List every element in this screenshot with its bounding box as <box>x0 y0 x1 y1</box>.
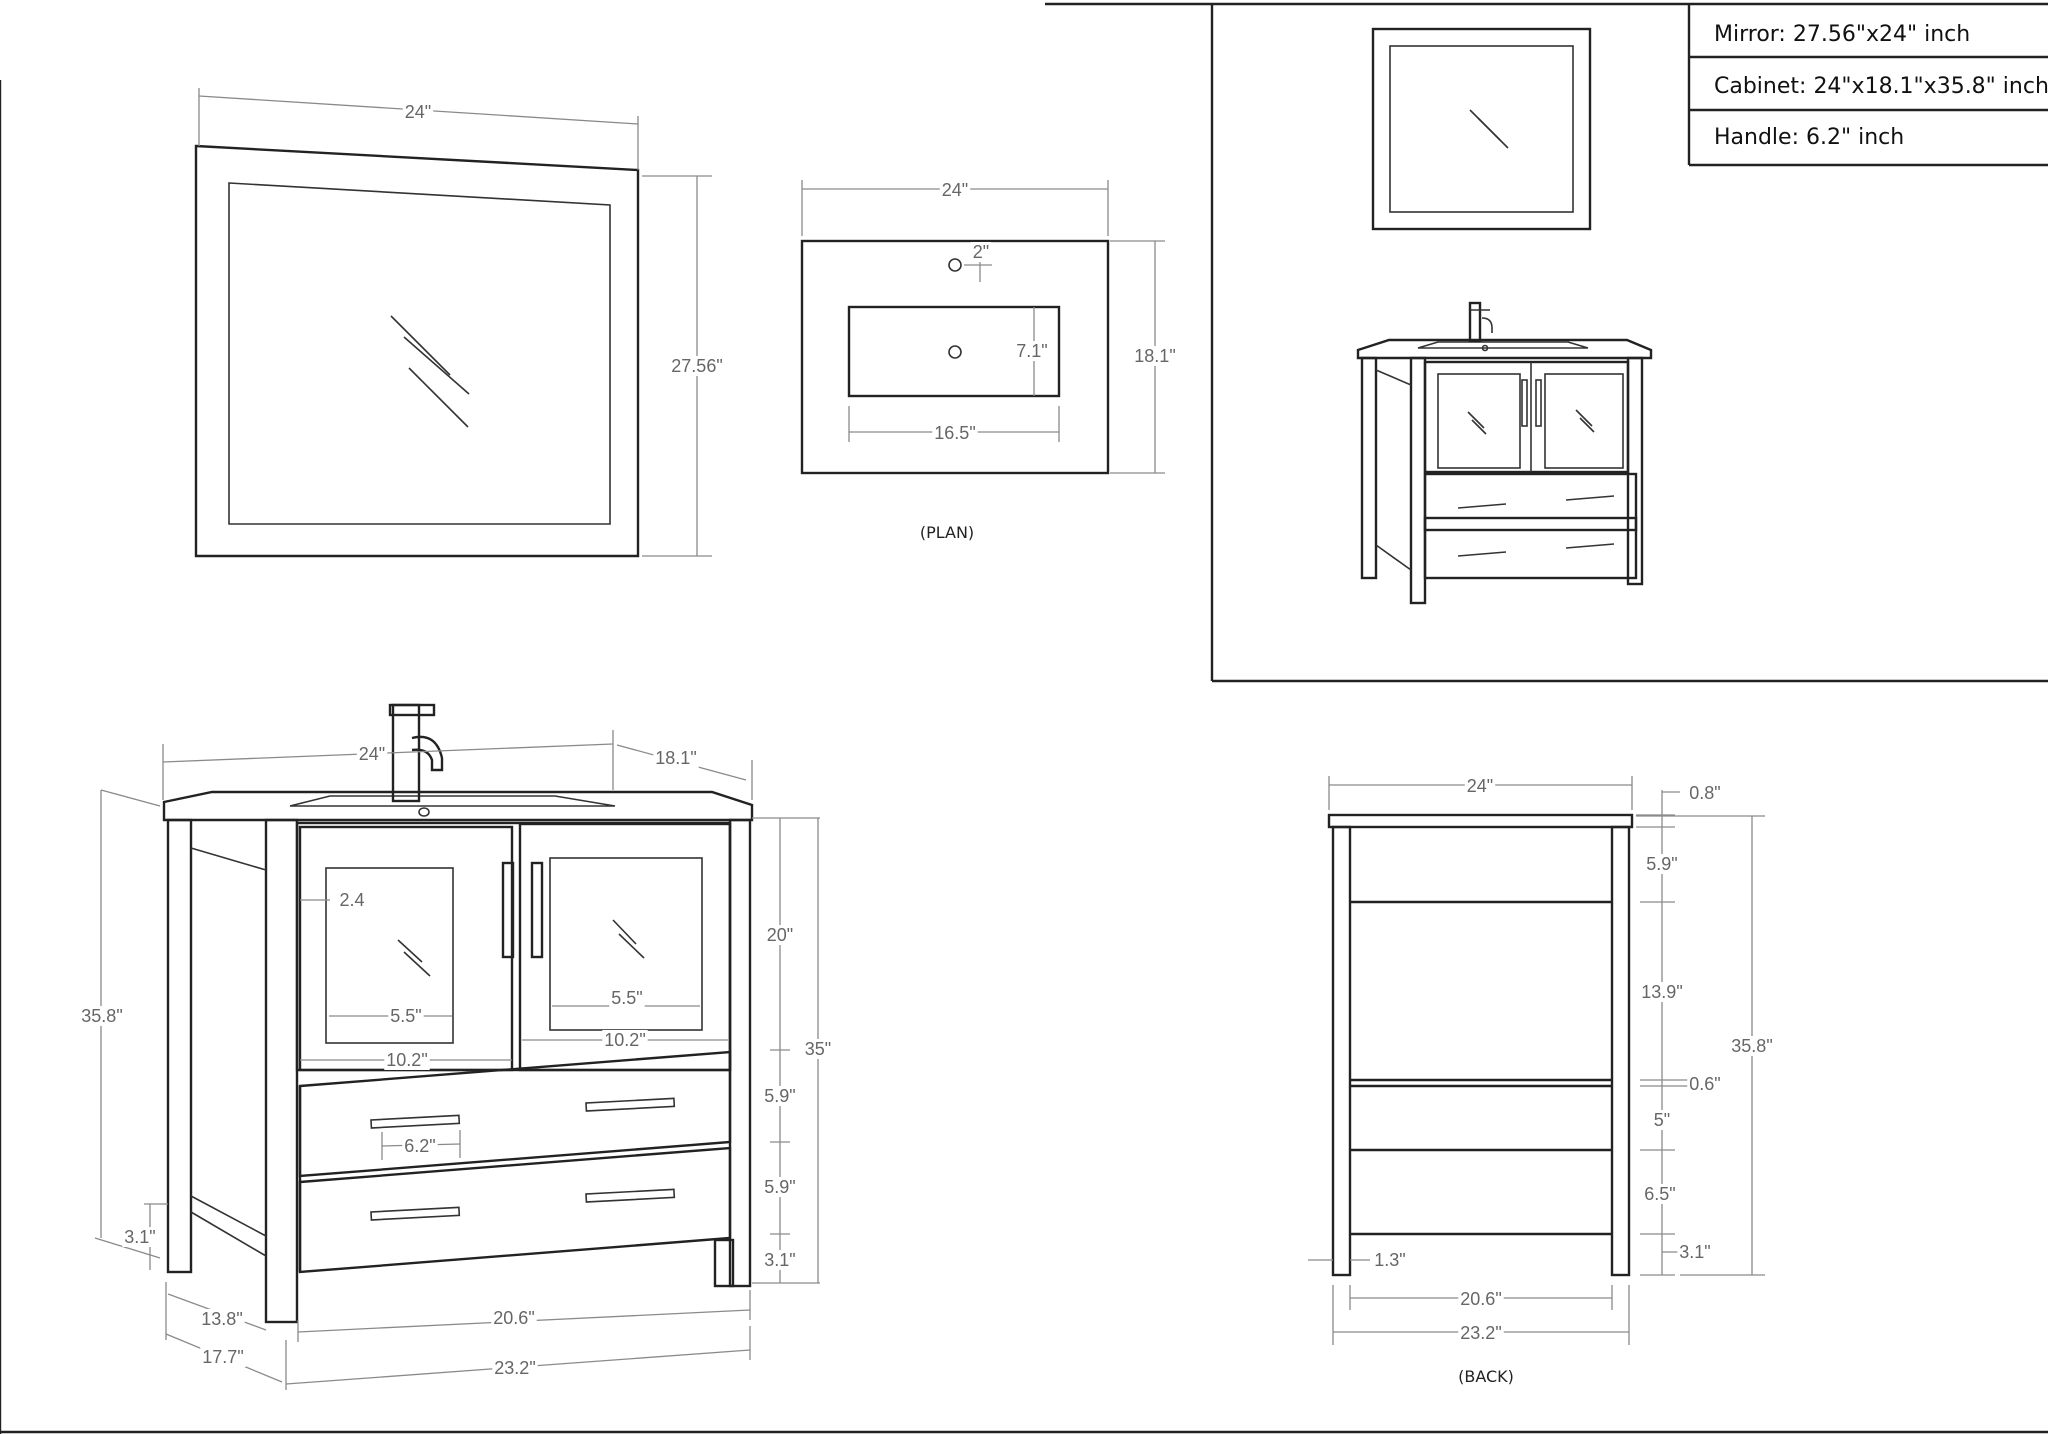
mirror-width-label: 24" <box>405 102 431 122</box>
label-backdrop <box>939 180 971 200</box>
mirror-height-label: 27.56" <box>671 356 722 376</box>
label-backdrop <box>491 1308 537 1328</box>
back-open-label: 13.9" <box>1641 982 1682 1002</box>
label-backdrop <box>199 1309 245 1329</box>
plan-caption: (PLAN) <box>920 523 974 542</box>
label-backdrop <box>602 1030 648 1050</box>
front-upper-label: 20" <box>767 925 793 945</box>
back-inner-width-label: 20.6" <box>1460 1289 1501 1309</box>
label-backdrop <box>762 1086 798 1106</box>
front-stile-label: 2.4 <box>339 890 364 910</box>
front-outer-width-label: 23.2" <box>494 1358 535 1378</box>
front-body-height-label: 35" <box>805 1039 831 1059</box>
front-side-outer-label: 17.7" <box>202 1347 243 1367</box>
back-view: 24" 0.8" 5.9" 13.9" 0.6" 5" 6.5" 3.1" 35… <box>1308 776 1775 1386</box>
label-backdrop <box>1132 346 1178 366</box>
front-door-right-label: 10.2" <box>604 1030 645 1050</box>
label-backdrop <box>492 1358 538 1378</box>
back-leg-label: 3.1" <box>1679 1242 1710 1262</box>
label-backdrop <box>1458 1289 1504 1309</box>
front-door-left-label: 10.2" <box>386 1050 427 1070</box>
back-top-label: 0.8" <box>1689 783 1720 803</box>
label-backdrop <box>609 988 645 1008</box>
back-rail-label: 5.9" <box>1646 854 1677 874</box>
front-drawer2-label: 5.9" <box>764 1177 795 1197</box>
plan-view: 24" 2" 7.1" 18.1" 16.5" (PLAN) <box>800 180 1178 542</box>
label-backdrop <box>1464 776 1496 796</box>
front-side-inner-label: 13.8" <box>201 1309 242 1329</box>
front-leg-label: 3.1" <box>764 1250 795 1270</box>
front-glass-left-label: 5.5" <box>390 1006 421 1026</box>
back-width-label: 24" <box>1467 776 1493 796</box>
plan-width-label: 24" <box>942 180 968 200</box>
label-backdrop <box>356 744 388 764</box>
back-height-label: 35.8" <box>1731 1036 1772 1056</box>
back-side-label: 1.3" <box>1374 1250 1405 1270</box>
preview-mirror <box>1371 27 1592 231</box>
spec-handle: Handle: 6.2" inch <box>1714 125 1904 150</box>
label-backdrop <box>1651 1110 1673 1130</box>
front-leg-side-label: 3.1" <box>124 1227 155 1247</box>
front-view: 24" 18.1" 35.8" 3.1" 2.4 5.5" 5.5" 10.2"… <box>79 703 834 1390</box>
label-backdrop <box>1014 341 1050 361</box>
label-backdrop <box>1644 854 1680 874</box>
label-backdrop <box>384 1050 430 1070</box>
preview-vanity <box>1356 301 1653 605</box>
label-backdrop <box>653 748 699 768</box>
back-outer-width-label: 23.2" <box>1460 1323 1501 1343</box>
label-backdrop <box>932 423 978 443</box>
label-backdrop <box>970 242 992 262</box>
label-backdrop <box>402 102 434 122</box>
label-backdrop <box>402 1136 438 1156</box>
plan-depth-label: 18.1" <box>1134 346 1175 366</box>
label-backdrop <box>762 1250 798 1270</box>
front-width-label: 24" <box>359 744 385 764</box>
label-backdrop <box>1458 1323 1504 1343</box>
back-gap-label: 5" <box>1654 1110 1670 1130</box>
label-backdrop <box>337 890 367 910</box>
front-depth-label: 18.1" <box>655 748 696 768</box>
label-backdrop <box>1687 1074 1723 1094</box>
label-backdrop <box>669 356 725 376</box>
label-backdrop <box>1642 1184 1678 1204</box>
front-drawer1-label: 5.9" <box>764 1086 795 1106</box>
spec-cabinet: Cabinet: 24"x18.1"x35.8" inch <box>1714 74 2048 99</box>
label-backdrop <box>762 1177 798 1197</box>
back-caption: (BACK) <box>1458 1367 1514 1386</box>
plan-basin-width-label: 16.5" <box>934 423 975 443</box>
label-backdrop <box>122 1227 158 1247</box>
label-backdrop <box>388 1006 424 1026</box>
front-height-label: 35.8" <box>81 1006 122 1026</box>
preview-panel: Mirror: 27.56"x24" inch Cabinet: 24"x18.… <box>1210 4 2048 683</box>
plan-basin-depth-label: 7.1" <box>1016 341 1047 361</box>
spec-table: Mirror: 27.56"x24" inch Cabinet: 24"x18.… <box>1687 4 2048 167</box>
front-glass-right-label: 5.5" <box>611 988 642 1008</box>
front-inner-width-label: 20.6" <box>493 1308 534 1328</box>
label-backdrop <box>79 1006 125 1026</box>
label-backdrop <box>764 925 796 945</box>
label-backdrop <box>802 1039 834 1059</box>
plan-hole-label: 2" <box>973 242 989 262</box>
label-backdrop <box>1677 1242 1713 1262</box>
label-backdrop <box>1729 1036 1775 1056</box>
label-backdrop <box>1687 783 1723 803</box>
label-backdrop <box>1639 982 1685 1002</box>
label-backdrop <box>1372 1250 1408 1270</box>
front-handle-label: 6.2" <box>404 1136 435 1156</box>
label-backdrop <box>200 1347 246 1367</box>
back-shelf-label: 0.6" <box>1689 1074 1720 1094</box>
back-lower-label: 6.5" <box>1644 1184 1675 1204</box>
mirror-view: 24" 27.56" <box>194 88 725 558</box>
spec-mirror: Mirror: 27.56"x24" inch <box>1714 22 1970 47</box>
